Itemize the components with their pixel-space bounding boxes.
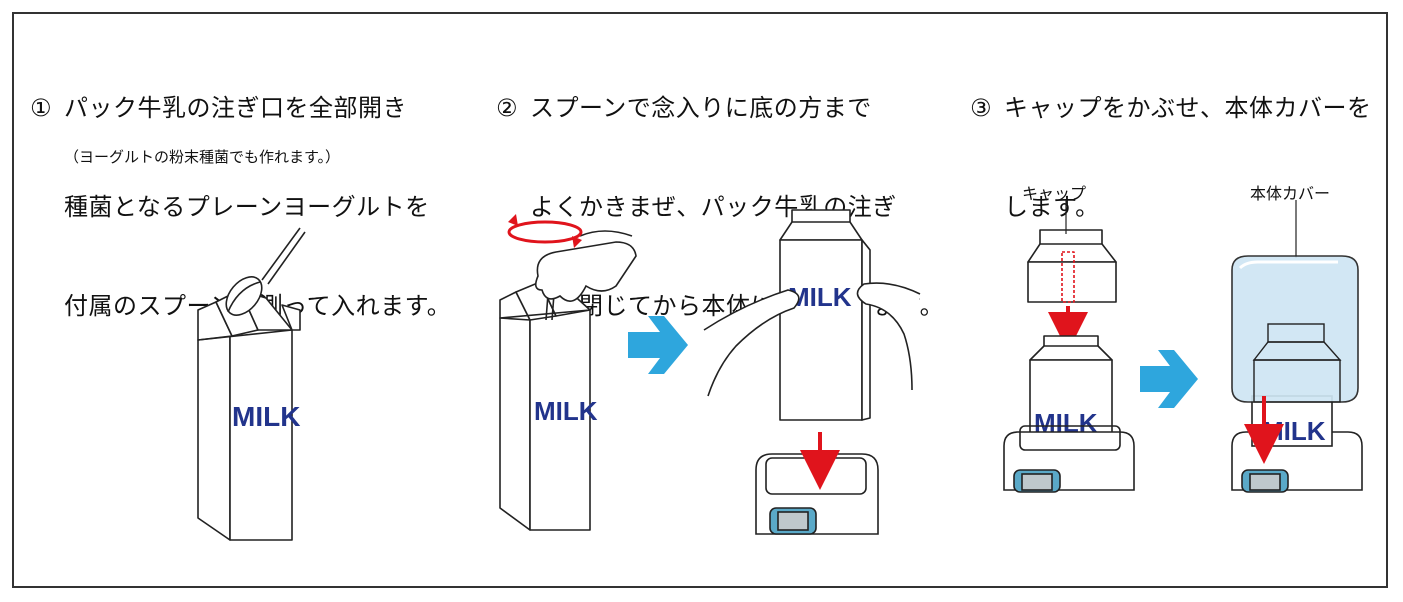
open-milk-carton-1: [197, 289, 301, 541]
carton-2-milk-text: MILK: [534, 396, 598, 426]
carton-1-milk-text: MILK: [232, 401, 300, 432]
carton-in-device: [1029, 335, 1113, 445]
step-1-note: （ヨーグルトの粉末種菌でも作れます。）: [64, 148, 341, 166]
rotation-arrow-head-right: [572, 236, 582, 248]
step-2-line-1: スプーンで念入りに底の方まで: [530, 94, 872, 122]
yogurt-maker-2: [1003, 425, 1135, 493]
spoon-1: [225, 227, 306, 316]
main-cover: [1231, 255, 1359, 403]
next-step-arrow-2: [1140, 350, 1198, 408]
step-3-number: ③: [970, 94, 993, 122]
rotation-arrow: [507, 220, 583, 244]
step-1-number: ①: [30, 94, 53, 122]
step-3-line-2: します。: [1004, 193, 1100, 221]
cover-label: 本体カバー: [1250, 184, 1331, 203]
step-3-line-1: キャップをかぶせ、本体カバーを: [1004, 94, 1372, 122]
step-2-number: ②: [496, 94, 519, 122]
cap: [1027, 229, 1117, 303]
closed-milk-carton: [779, 209, 871, 421]
yogurt-maker-1: [755, 453, 879, 535]
step-1-line-1: パック牛乳の注ぎ口を全部開き: [64, 94, 407, 122]
cap-label: キャップ: [1022, 184, 1087, 203]
holding-hands: [703, 282, 921, 397]
next-step-arrow-1: [628, 316, 688, 374]
step-3-text: ③ キャップをかぶせ、本体カバーを します。: [970, 26, 1372, 257]
carton-5-milk-text: MILK: [1262, 416, 1326, 446]
step-1-line-2: 種菌となるプレーンヨーグルトを: [64, 193, 430, 221]
rotation-arrow-head-left: [508, 214, 518, 226]
stirring-hand: [534, 230, 637, 321]
